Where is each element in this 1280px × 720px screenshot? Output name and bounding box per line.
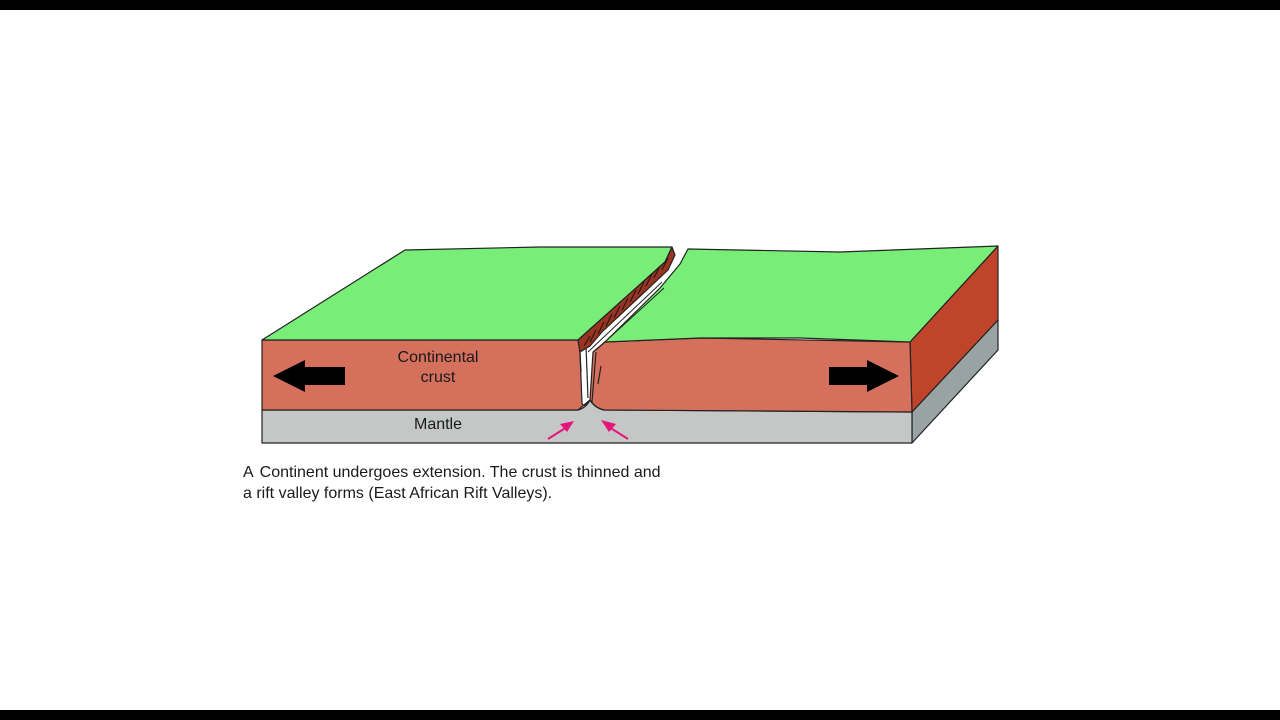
slide: Continental crust Mantle A Continent unde… bbox=[0, 10, 1280, 710]
caption-line-2: a rift valley forms (East African Rift V… bbox=[243, 485, 553, 502]
rift-valley-diagram: Continental crust Mantle bbox=[261, 245, 999, 444]
rift-inner-edge bbox=[587, 281, 665, 353]
arrow-up-icon bbox=[547, 421, 574, 440]
arrow-left-icon bbox=[273, 360, 345, 392]
crust-front-face-left bbox=[261, 339, 591, 411]
caption-letter: A bbox=[243, 464, 254, 481]
crust-label-line1: Continental bbox=[398, 349, 479, 366]
caption-line-1: A Continent undergoes extension. The crus… bbox=[243, 462, 803, 483]
rift-scarp-hatching bbox=[583, 257, 669, 347]
crust-front-face-right bbox=[589, 337, 913, 413]
arrow-right-icon bbox=[829, 360, 899, 392]
caption-text-1: Continent undergoes extension. The crust… bbox=[259, 464, 661, 481]
arrow-up-icon bbox=[601, 420, 629, 440]
crust-label-line2: crust bbox=[421, 369, 456, 386]
surface-right bbox=[604, 245, 999, 343]
figure-caption: A Continent undergoes extension. The crus… bbox=[243, 462, 803, 504]
rift-crack bbox=[579, 345, 602, 403]
mantle-label: Mantle bbox=[414, 416, 462, 433]
surface-left bbox=[261, 246, 673, 341]
